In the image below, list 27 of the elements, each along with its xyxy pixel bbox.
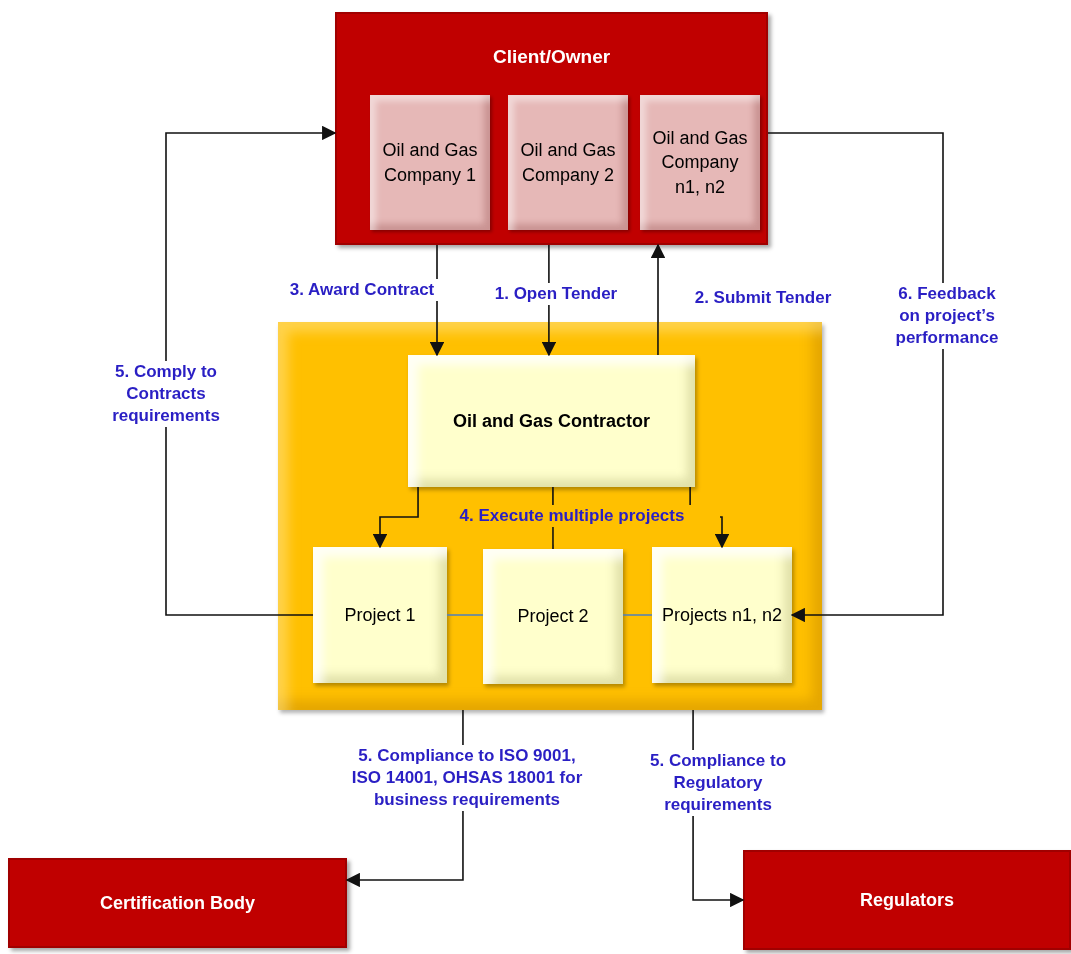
stakeholder-box <box>743 850 1071 950</box>
node-label: Regulators <box>859 888 955 912</box>
node-label: Projects n1, n2 <box>660 603 784 627</box>
arrow <box>650 243 666 356</box>
arrow <box>372 486 419 549</box>
group-title: Client/Owner <box>491 45 612 69</box>
node-label: Project 2 <box>516 605 590 629</box>
project-box <box>652 547 792 683</box>
connector-line <box>622 614 653 616</box>
company-box <box>370 95 490 230</box>
node-label: Certification Body <box>99 891 256 915</box>
project-box <box>483 549 623 684</box>
group-box <box>335 12 768 245</box>
arrow <box>767 132 944 623</box>
node-label: Oil and Gas Company n1, n2 <box>651 127 749 199</box>
process-box <box>408 355 695 487</box>
stakeholder-box <box>8 858 347 948</box>
node-label: Oil and Gas Company 1 <box>381 139 479 187</box>
company-box <box>640 95 760 230</box>
company-box <box>508 95 628 230</box>
node-label: Project 1 <box>343 603 417 627</box>
project-box <box>313 547 447 683</box>
node-label: Oil and Gas Contractor <box>451 409 651 433</box>
connector-line <box>446 614 484 616</box>
arrow <box>165 125 337 616</box>
group-box <box>278 322 822 710</box>
node-label: Oil and Gas Company 2 <box>519 139 617 187</box>
